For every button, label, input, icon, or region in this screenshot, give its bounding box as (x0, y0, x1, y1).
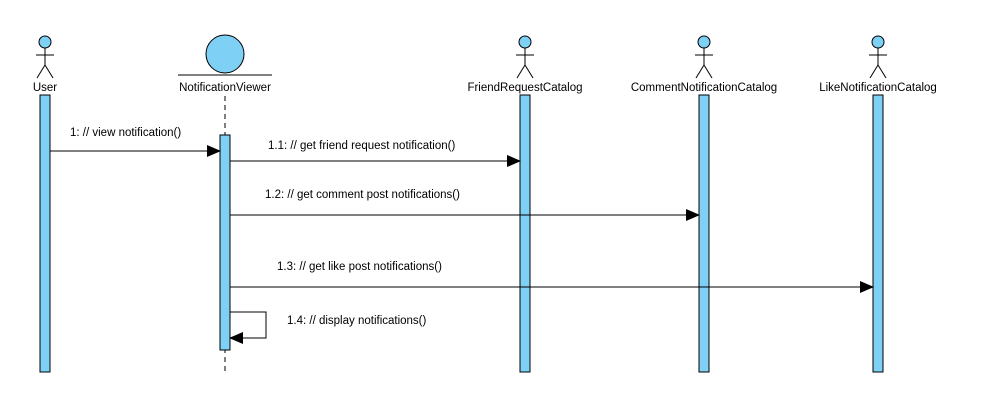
participant-likenotificationcatalog[interactable]: LikeNotificationCatalog (819, 35, 937, 373)
self-message-arrow (229, 311, 267, 344)
message-view-notification[interactable]: 1: // view notification() (50, 127, 221, 157)
participant-user[interactable]: User (33, 35, 57, 373)
participant-label: LikeNotificationCatalog (819, 82, 937, 94)
participant-commentnotificationcatalog[interactable]: CommentNotificationCatalog (631, 35, 777, 373)
message-get-comment-post-notifications[interactable]: 1.2: // get comment post notifications() (230, 189, 700, 221)
actor-icon (869, 35, 887, 79)
message-label: 1.2: // get comment post notifications() (265, 189, 460, 201)
message-get-like-post-notifications[interactable]: 1.3: // get like post notifications() (230, 261, 874, 293)
participant-notificationviewer[interactable]: NotificationViewer (178, 34, 272, 372)
participant-label: NotificationViewer (179, 82, 271, 94)
activation-bar (219, 134, 231, 351)
activation-bar (519, 94, 531, 373)
message-label: 1: // view notification() (70, 127, 181, 139)
participant-friendrequestcatalog[interactable]: FriendRequestCatalog (467, 35, 583, 373)
message-label: 1.3: // get like post notifications() (277, 261, 442, 273)
participant-label: CommentNotificationCatalog (631, 82, 777, 94)
message-label: 1.1: // get friend request notification(… (268, 140, 455, 152)
activation-bar (39, 94, 51, 373)
participant-label: FriendRequestCatalog (467, 82, 582, 94)
actor-icon (36, 35, 54, 79)
participant-label: User (33, 82, 57, 94)
message-label: 1.4: // display notifications() (287, 315, 427, 327)
actor-icon (516, 35, 534, 79)
activation-bar (698, 94, 710, 373)
activation-bar (872, 94, 884, 373)
message-display-notifications[interactable]: 1.4: // display notifications() (229, 311, 427, 344)
message-get-friend-request-notification[interactable]: 1.1: // get friend request notification(… (230, 140, 521, 167)
actor-icon (695, 35, 713, 79)
boundary-icon (178, 34, 272, 76)
